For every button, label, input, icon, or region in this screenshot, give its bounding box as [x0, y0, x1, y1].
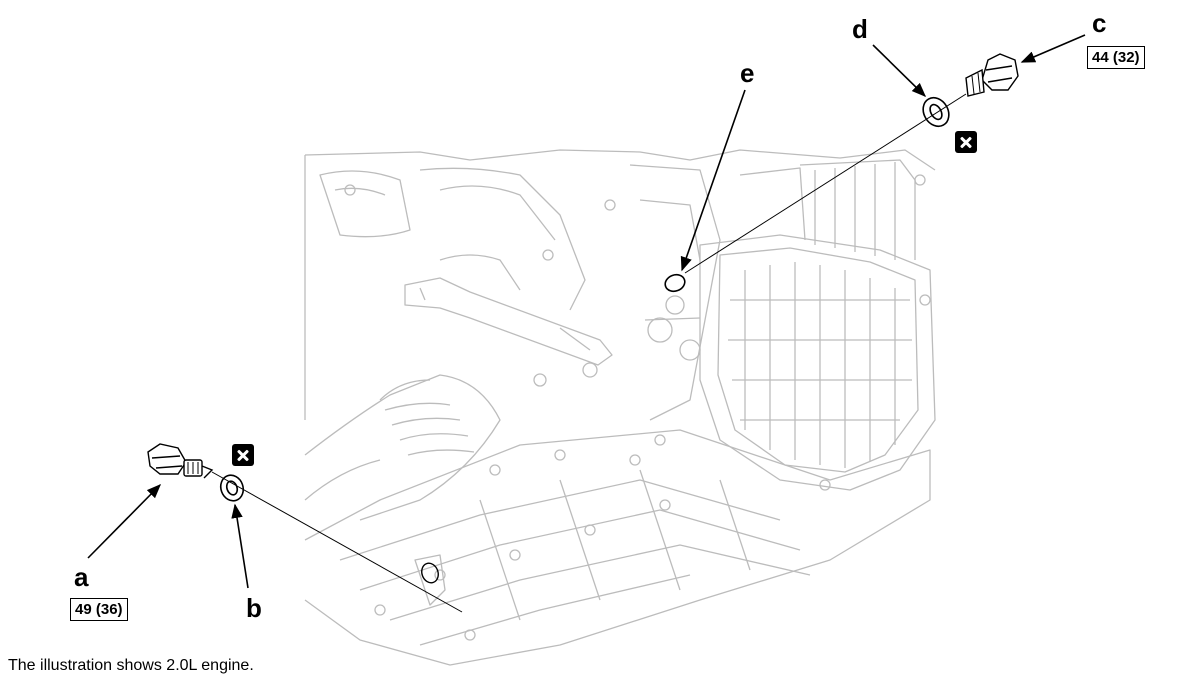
engine-outline: [304, 149, 936, 666]
callout-d: d: [852, 14, 868, 44]
leader-e: [680, 89, 746, 272]
fill-plug-bolt-c: [965, 53, 1019, 97]
drain-plug-bolt-a: [147, 443, 214, 479]
sealing-washer-d: [922, 96, 950, 128]
installation-guide-lines: [211, 93, 967, 613]
illustration-caption: The illustration shows 2.0L engine.: [8, 657, 254, 674]
leader-a: [87, 483, 162, 559]
drain-hole: [421, 562, 439, 584]
fill-hole-e: [664, 273, 686, 293]
sealing-washer-b: [219, 474, 245, 502]
leader-b: [231, 503, 249, 589]
callout-a: a: [74, 562, 89, 592]
callout-b: b: [246, 593, 262, 623]
replace-part-icon: [232, 444, 254, 466]
callout-c: c: [1092, 8, 1107, 38]
torque-spec-c: 44 (32): [1087, 46, 1145, 69]
callout-e: e: [740, 58, 755, 88]
leader-d: [872, 44, 927, 98]
torque-spec-a: 49 (36): [70, 598, 128, 621]
replace-part-icon: [955, 131, 977, 153]
leader-arrows: [87, 34, 1086, 589]
leader-c: [1020, 34, 1086, 63]
